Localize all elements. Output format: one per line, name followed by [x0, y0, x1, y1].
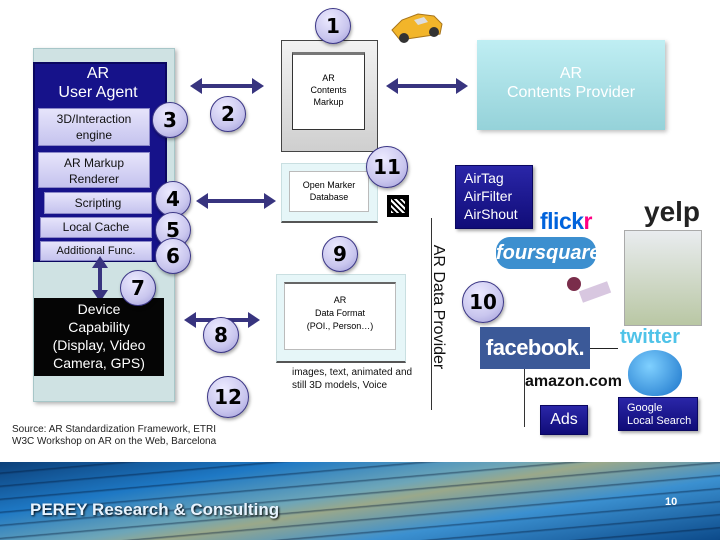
connector-facebook-twitter [590, 348, 618, 349]
step-8-badge: 8 [203, 317, 239, 353]
ar-contents-markup-box: AR Contents Markup [292, 52, 365, 130]
step-3-badge: 3 [152, 102, 188, 138]
connector-facebook-down [524, 369, 525, 427]
step-9-badge: 9 [322, 236, 358, 272]
module-local-cache: Local Cache [40, 217, 152, 238]
ads-box: Ads [540, 405, 588, 435]
device-capability-box: Device Capability (Display, Video Camera… [34, 298, 164, 376]
foursquare-logo: foursquare [496, 237, 600, 269]
data-provider-divider [431, 218, 432, 410]
step-7-badge: 7 [120, 270, 156, 306]
google-map-image [624, 230, 702, 326]
step-12-badge: 12 [207, 376, 249, 418]
step-4-badge: 4 [155, 181, 191, 217]
user-agent-title: AR User Agent [58, 65, 138, 101]
module-3d-interaction-engine: 3D/Interaction engine [38, 108, 150, 146]
arrow-markup-provider [386, 78, 468, 94]
arrow-device-ua [92, 256, 108, 302]
twitter-logo: twitter [620, 326, 680, 348]
step-1-badge: 1 [315, 8, 351, 44]
footer-title: PEREY Research & Consulting [30, 500, 280, 519]
step-11-badge: 11 [366, 146, 408, 188]
step-2-badge: 2 [210, 96, 246, 132]
marker-qr-icon [387, 195, 409, 217]
footer-banner [0, 462, 720, 540]
open-marker-database-box: Open Marker Database [289, 171, 369, 212]
arrow-ua-marker-db [196, 193, 276, 209]
collage-image [567, 277, 612, 303]
footer-texture [0, 462, 720, 540]
car-image [391, 13, 443, 43]
ar-data-provider-label: AR Data Provider [430, 244, 447, 370]
ar-contents-provider-box: AR Contents Provider [477, 40, 665, 130]
ar-data-format-box: AR Data Format (POI., Person…) [284, 282, 396, 350]
page-number: 10 [665, 496, 678, 508]
twitter-bird-icon [628, 350, 682, 396]
air-services-box: AirTag AirFilter AirShout [455, 165, 533, 229]
step-6-badge: 6 [155, 238, 191, 274]
arrow-ua-markup [190, 78, 264, 94]
media-note: images, text, animated and still 3D mode… [292, 367, 413, 391]
facebook-logo: facebook. [480, 327, 590, 369]
amazon-logo: amazon.com [525, 373, 622, 390]
module-ar-markup-renderer: AR Markup Renderer [38, 152, 150, 188]
step-10-badge: 10 [462, 281, 504, 323]
module-scripting: Scripting [44, 192, 152, 214]
source-citation: Source: AR Standardization Framework, ET… [12, 424, 217, 447]
flickr-logo: flickr [540, 208, 593, 234]
google-local-search-box: Google Local Search [618, 397, 698, 431]
